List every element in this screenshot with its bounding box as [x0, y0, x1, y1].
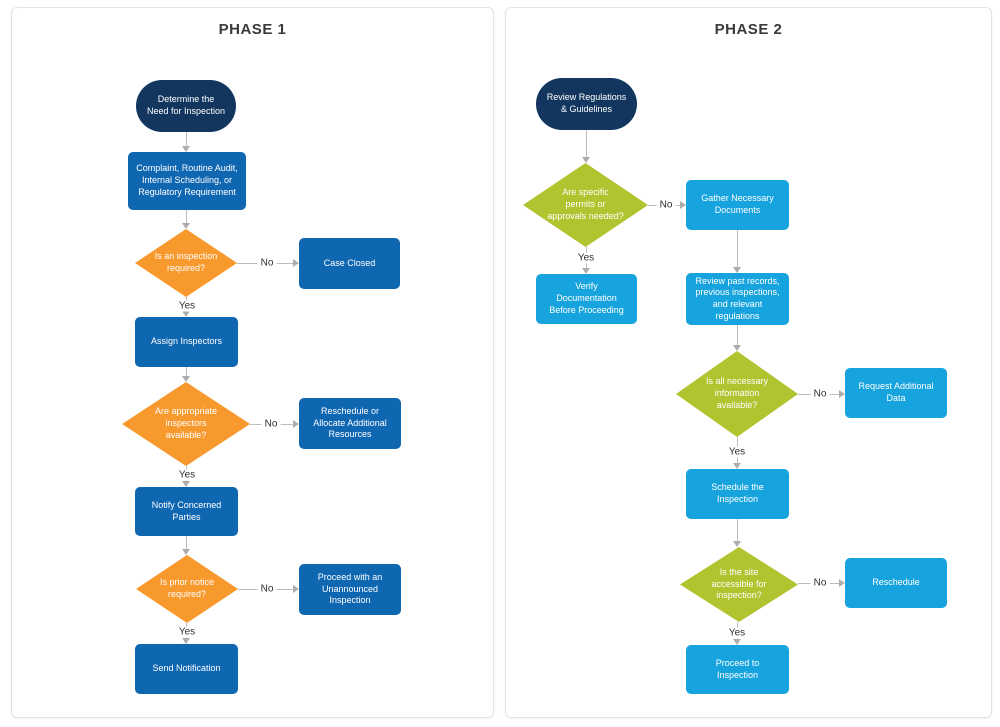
phase1-send-notification-process: Send Notification	[135, 644, 238, 694]
phase1-reschedule-process: Reschedule or Allocate Additional Resour…	[299, 398, 401, 449]
edge-label-no: No	[257, 583, 277, 595]
phase2-title: PHASE 2	[714, 21, 783, 38]
phase2-gather-label: Gather Necessary Documents	[701, 193, 774, 215]
phase1-case-closed-label: Case Closed	[323, 257, 376, 268]
arrowhead-right-icon	[293, 420, 299, 428]
phase2-verify-documentation-process: Verify Documentation Before Proceeding	[536, 274, 637, 324]
connector-line	[186, 210, 187, 223]
phase2-gather-documents-process: Gather Necessary Documents	[686, 180, 789, 230]
arrowhead-down-icon	[733, 345, 741, 351]
phase2-review-records-process: Review past records, previous inspection…	[686, 273, 789, 325]
phase1-decision2-label: Are appropriate inspectors available?	[154, 406, 218, 440]
connector-line	[737, 230, 738, 267]
arrowhead-down-icon	[182, 481, 190, 487]
phase2-start-label: Review Regulations & Guidelines	[546, 92, 627, 114]
phase1-send-label: Send Notification	[152, 663, 221, 674]
arrowhead-right-icon	[293, 585, 299, 593]
connector-line	[737, 325, 738, 345]
phase2-proceed-inspection-process: Proceed to Inspection	[686, 645, 789, 694]
phase1-decision1-label: Is an inspection required?	[154, 251, 218, 273]
edge-label-yes: Yes	[175, 469, 199, 481]
edge-label-yes: Yes	[175, 300, 199, 312]
phase2-review-label: Review past records, previous inspection…	[695, 275, 780, 321]
phase2-schedule-label: Schedule the Inspection	[711, 482, 764, 504]
phase1-panel	[11, 7, 494, 718]
phase2-proceed-label: Proceed to Inspection	[715, 657, 760, 680]
arrowhead-down-icon	[733, 541, 741, 547]
arrowhead-right-icon	[839, 390, 845, 398]
phase1-title: PHASE 1	[218, 21, 287, 38]
edge-label-yes: Yes	[725, 446, 749, 458]
phase1-reschedule-label: Reschedule or Allocate Additional Resour…	[313, 405, 387, 440]
phase2-request-label: Request Additional Data	[858, 381, 934, 403]
phase1-unannounced-label: Proceed with an Unannounced Inspection	[317, 571, 383, 606]
arrowhead-down-icon	[182, 376, 190, 382]
phase2-verify-label: Verify Documentation Before Proceeding	[549, 281, 624, 315]
phase2-decision2-label: Is all necessary information available?	[705, 376, 769, 410]
phase2-schedule-inspection-process: Schedule the Inspection	[686, 469, 789, 519]
arrowhead-down-icon	[182, 638, 190, 644]
arrowhead-down-icon	[182, 549, 190, 555]
arrowhead-right-icon	[293, 259, 299, 267]
arrowhead-down-icon	[733, 267, 741, 273]
arrowhead-down-icon	[182, 311, 190, 317]
phase1-notify-parties-process: Notify Concerned Parties	[135, 487, 238, 536]
arrowhead-down-icon	[582, 268, 590, 274]
arrowhead-down-icon	[182, 146, 190, 152]
phase2-reschedule-label: Reschedule	[872, 577, 920, 588]
phase1-assign-label: Assign Inspectors	[150, 336, 223, 347]
phase1-trigger-label: Complaint, Routine Audit, Internal Sched…	[136, 163, 238, 197]
phase1-decision3-label: Is prior notice required?	[159, 577, 214, 599]
edge-label-no: No	[810, 388, 830, 400]
edge-label-yes: Yes	[574, 252, 598, 264]
arrowhead-down-icon	[182, 223, 190, 229]
connector-line	[586, 130, 587, 157]
phase2-decision1-label: Are specific permits or approvals needed…	[547, 187, 624, 221]
phase2-reschedule-process: Reschedule	[845, 558, 947, 608]
connector-line	[737, 519, 738, 541]
connector-line	[186, 536, 187, 549]
edge-label-no: No	[261, 418, 281, 430]
arrowhead-down-icon	[733, 639, 741, 645]
arrowhead-right-icon	[680, 201, 686, 209]
phase1-start-terminator: Determine the Need for Inspection	[136, 80, 236, 132]
phase1-case-closed-process: Case Closed	[299, 238, 400, 289]
phase2-decision3-label: Is the site accessible for inspection?	[711, 566, 767, 601]
edge-label-yes: Yes	[175, 626, 199, 638]
phase1-assign-inspectors-process: Assign Inspectors	[135, 317, 238, 367]
phase1-notify-label: Notify Concerned Parties	[151, 499, 222, 522]
connector-line	[186, 367, 187, 376]
phase1-trigger-process: Complaint, Routine Audit, Internal Sched…	[128, 152, 246, 210]
connector-line	[186, 132, 187, 146]
arrowhead-down-icon	[733, 463, 741, 469]
phase2-request-data-process: Request Additional Data	[845, 368, 947, 418]
arrowhead-down-icon	[582, 157, 590, 163]
edge-label-no: No	[656, 199, 676, 211]
arrowhead-right-icon	[839, 579, 845, 587]
edge-label-no: No	[257, 257, 277, 269]
edge-label-no: No	[810, 577, 830, 589]
phase1-start-label: Determine the Need for Inspection	[146, 94, 226, 116]
phase1-unannounced-process: Proceed with an Unannounced Inspection	[299, 564, 401, 615]
phase2-start-terminator: Review Regulations & Guidelines	[536, 78, 637, 130]
edge-label-yes: Yes	[725, 627, 749, 639]
